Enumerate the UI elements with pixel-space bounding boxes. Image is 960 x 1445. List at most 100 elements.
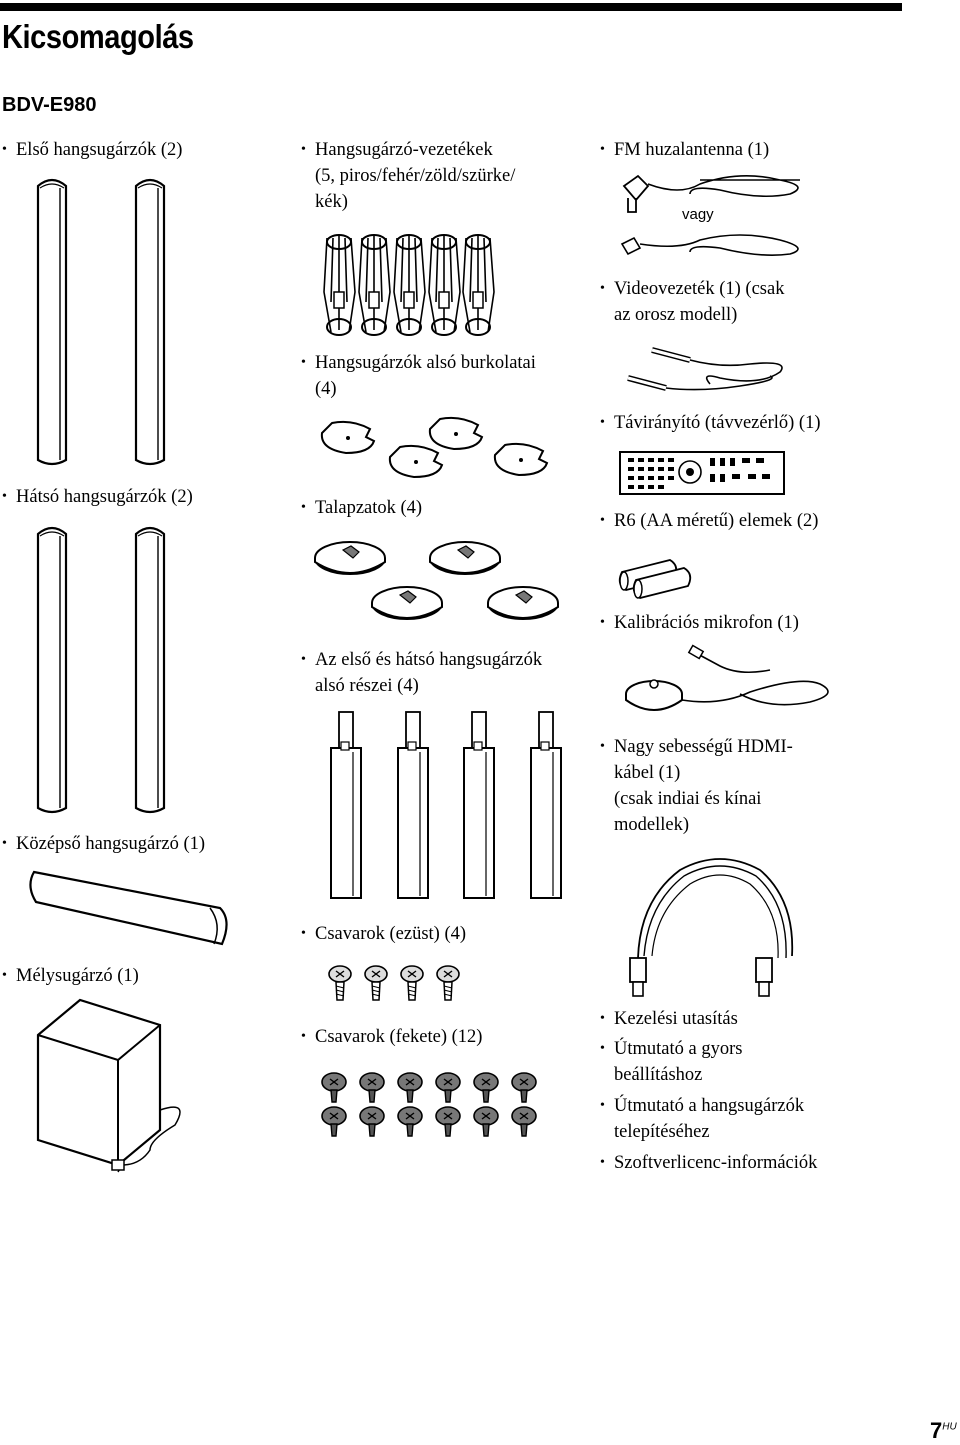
screw-silver-1: [328, 965, 352, 1001]
bullet: •: [600, 281, 605, 296]
remote-image: [619, 451, 785, 495]
item-label: Kalibrációs mikrofon (1): [614, 613, 799, 633]
center-speaker-image: [29, 870, 228, 946]
bottom-cover-4: [493, 442, 548, 476]
base-3: [371, 586, 443, 620]
speaker-cable-2: [358, 234, 391, 336]
page-lang-suffix: HU: [942, 1421, 957, 1433]
calibration-mic-image: [625, 644, 829, 711]
hdmi-cable-image: [629, 858, 794, 997]
list-item-center-speaker: •Középső hangsugárzó (1): [2, 831, 205, 857]
bullet: •: [600, 739, 605, 754]
bullet: •: [600, 142, 605, 157]
bullet: •: [2, 489, 7, 504]
list-item-mic: • Kalibrációs mikrofon (1): [600, 610, 799, 636]
lower-part-2: [397, 711, 429, 899]
list-item-speaker-cables: • Hangsugárzó-vezetékek (5, piros/fehér/zö…: [301, 137, 516, 215]
bullet: •: [301, 652, 306, 667]
list-item-bottom-covers: •Hangsugárzók alsó burkolatai(4): [301, 350, 536, 402]
list-item-rear-speakers: • Hátsó hangsugárzók (2): [2, 484, 193, 510]
item-label-line: (csak indiai és kínai: [614, 789, 762, 809]
item-label: Talapzatok (4): [315, 498, 423, 518]
bullet: •: [600, 615, 605, 630]
item-label-line: (5, piros/fehér/zöld/szürke/: [315, 166, 516, 186]
list-item-doc-speaker-install: • Útmutató a hangsugárzók telepítéséhez: [600, 1093, 805, 1145]
model-name: BDV-E980: [2, 94, 97, 116]
item-label: Hangsugárzók alsó burkolatai: [315, 353, 536, 373]
screw-silver-4: [436, 965, 460, 1001]
speaker-cable-5: [462, 234, 495, 336]
screw-silver-3: [400, 965, 424, 1001]
speaker-cable-3: [393, 234, 426, 336]
list-item-screws-silver: • Csavarok (ezüst) (4): [301, 921, 467, 947]
bullet: •: [301, 142, 306, 157]
front-speaker-left: [36, 178, 68, 466]
lower-part-4: [530, 711, 562, 899]
item-label: Első hangsugárzók (2): [16, 140, 183, 160]
bullet: •: [600, 1155, 605, 1170]
item-label: Útmutató a gyors: [614, 1039, 743, 1059]
item-label: Nagy sebességű HDMI-: [614, 737, 793, 757]
list-item-remote: • Távirányító (távvezérlő) (1): [600, 410, 821, 436]
item-label: Az első és hátsó hangsugárzók: [315, 650, 543, 670]
list-item-screws-black: • Csavarok (fekete) (12): [301, 1024, 483, 1050]
speaker-cable-1: [323, 234, 356, 336]
bullet: •: [600, 513, 605, 528]
list-item-doc-manual: • Kezelési utasítás: [600, 1006, 738, 1032]
bullet: •: [301, 500, 306, 515]
lower-part-1: [330, 711, 362, 899]
header-rule: [0, 3, 902, 11]
speaker-cable-4: [428, 234, 461, 336]
list-item-front-speakers: • Első hangsugárzók (2): [2, 137, 183, 163]
item-label-line: alsó részei (4): [315, 676, 419, 696]
page-title: Kicsomagolás: [2, 18, 194, 55]
item-label-line: beállításhoz: [614, 1065, 703, 1085]
screws-black-group: [321, 1072, 537, 1137]
item-label-line: kábel (1): [614, 763, 681, 783]
bullet: •: [301, 355, 306, 370]
list-item-lower-parts: • Az első és hátsó hangsugárzók alsó része…: [301, 647, 543, 699]
item-label-line: telepítéséhez: [614, 1122, 710, 1142]
rear-speaker-left: [36, 526, 68, 814]
front-speaker-right: [134, 178, 166, 466]
item-label: Kezelési utasítás: [614, 1009, 738, 1029]
item-label: Csavarok (fekete) (12): [315, 1027, 483, 1047]
bullet: •: [2, 142, 7, 157]
list-item-fm-antenna: • FM huzalantenna (1): [600, 137, 770, 163]
bullet: •: [600, 1098, 605, 1113]
list-item-batteries: • R6 (AA méretű) elemek (2): [600, 508, 819, 534]
bullet: •: [600, 1011, 605, 1026]
item-label: Hangsugárzó-vezetékek: [315, 140, 493, 160]
item-label: Távirányító (távvezérlő) (1): [614, 413, 821, 433]
bullet: •: [301, 926, 306, 941]
list-item-bases: • Talapzatok (4): [301, 495, 423, 521]
batteries-image: [618, 559, 692, 599]
item-label: Útmutató a hangsugárzók: [614, 1096, 805, 1116]
item-label-line: modellek): [614, 815, 690, 835]
bullet: •: [2, 968, 7, 983]
base-4: [487, 586, 559, 620]
video-cable-image: [627, 347, 783, 391]
item-label: R6 (AA méretű) elemek (2): [614, 511, 819, 531]
list-item-video-cable: • Videovezeték (1) (csak az orosz modell): [600, 276, 785, 328]
bullet: •: [600, 415, 605, 430]
bullet: •: [301, 1029, 306, 1044]
item-label-line: az orosz modell): [614, 305, 738, 325]
item-label: Csavarok (ezüst) (4): [315, 924, 467, 944]
item-label: Videovezeték (1) (csak: [614, 279, 785, 299]
bottom-cover-2: [428, 416, 483, 450]
bottom-cover-3: [388, 444, 443, 478]
item-label: FM huzalantenna (1): [614, 140, 770, 160]
fm-antenna-image: [620, 174, 800, 256]
item-label-line: kék): [315, 192, 348, 212]
list-item-subwoofer: • Mélysugárzó (1): [2, 963, 139, 989]
item-label: Hátsó hangsugárzók (2): [16, 487, 193, 507]
item-label: Mélysugárzó (1): [16, 966, 139, 986]
base-2: [429, 541, 501, 575]
rear-speaker-right: [134, 526, 166, 814]
list-item-doc-license: •Szoftverlicenc-információk: [600, 1150, 817, 1176]
or-label: vagy: [682, 206, 714, 223]
page-number: 7HU: [930, 1418, 957, 1444]
